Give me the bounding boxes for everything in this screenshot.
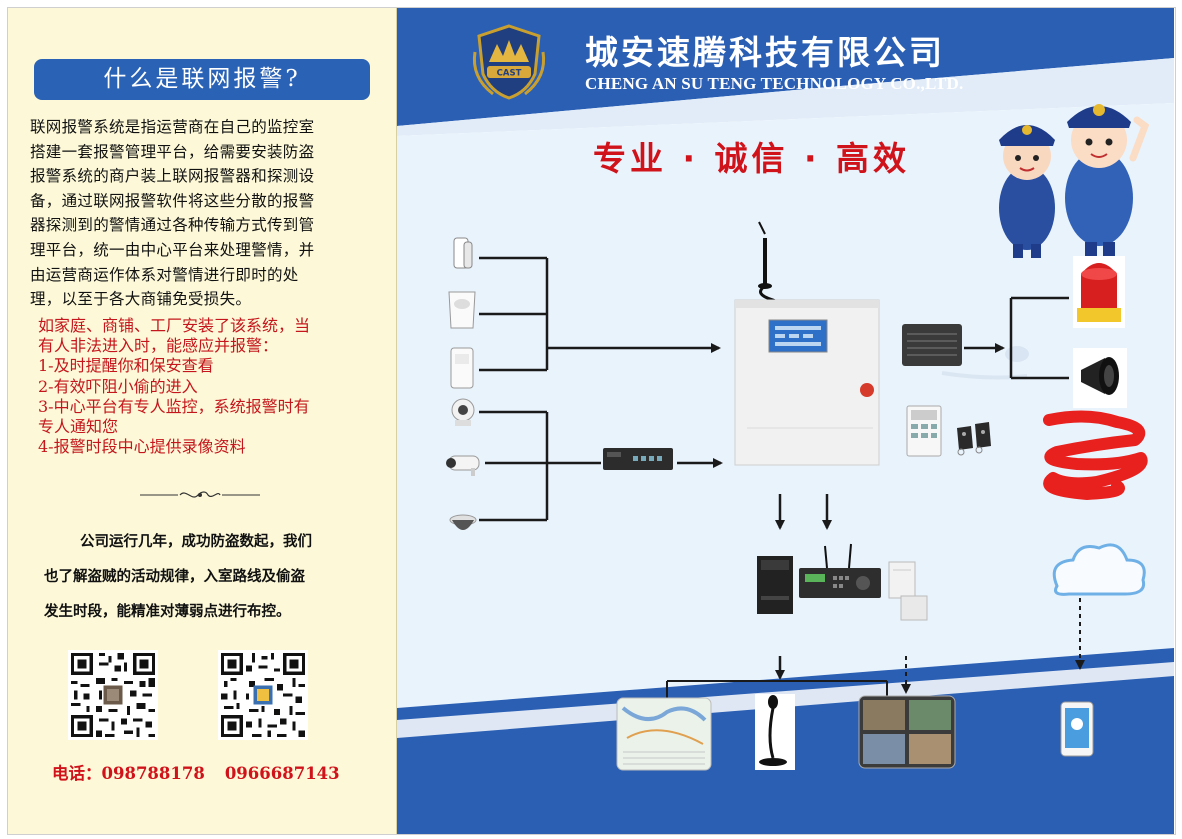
microphone-icon: [755, 694, 795, 770]
intro-line: 理平台，统一由中心平台来处理警情，并: [30, 240, 315, 259]
intro-line: 报警系统的商户装上联网报警器和探测设: [30, 167, 315, 186]
intro-line: 器探测到的警情通过各种传输方式传到管: [30, 216, 315, 235]
benefit-line: 3-中心平台有专人监控，系统报警时有: [38, 396, 310, 416]
receiver-unit-icon: [799, 543, 881, 598]
monitoring-screen-icon: [858, 695, 956, 769]
phone-numbers: 电话：098788178 0966687143: [52, 760, 360, 784]
benefit-line: 有人非法进入时，能感应并报警：: [38, 336, 279, 356]
intro-line: 联网报警系统是指运营商在自己的监控室: [30, 118, 315, 136]
antenna-icon: [758, 221, 779, 310]
benefit-line: 4-报警时段中心提供录像资料: [38, 437, 246, 457]
benefit-line: 2-有效吓阻小偷的进入: [38, 376, 198, 396]
pir-detector-icon: [448, 291, 476, 329]
phone-number-1: 098788178: [101, 764, 205, 783]
red-scribble-icon: [1043, 410, 1148, 500]
intro-line: 备，通过联网报警软件将这些分散的报警: [30, 191, 315, 210]
system-diagram: [446, 104, 1150, 771]
ornament-divider: [140, 491, 260, 498]
company-name-cn: 城安速腾科技有限公司: [585, 33, 945, 72]
network-switch-icon: [603, 448, 673, 470]
question-title: 什么是联网报警?: [34, 59, 370, 100]
siren-box-icon: [902, 324, 962, 366]
qr-code-icon: [68, 650, 158, 740]
map-screen-icon: [616, 697, 712, 771]
remote-controls-icon: [957, 422, 991, 456]
server-icon: [888, 561, 928, 621]
smartphone-icon: [1060, 701, 1094, 757]
logo-text: CAST: [497, 69, 522, 79]
intro-line: 理，以至于各大商铺免受损失。: [30, 290, 252, 309]
intro-paragraph: 联网报警系统是指运营商在自己的监控室 搭建一套报警管理平台，给需要安装防盗 报警…: [30, 115, 370, 312]
company-name-en: CHENG AN SU TENG TECHNOLOGY CO.,LTD.: [585, 74, 964, 93]
qr-code-icon: [218, 650, 308, 740]
phone-label: 电话：: [52, 764, 102, 783]
benefit-line: 1-及时提醒你和保安查看: [38, 356, 214, 376]
benefits-list: 如家庭、商铺、工厂安装了该系统，当 有人非法进入时，能感应并报警： 1-及时提醒…: [38, 316, 383, 457]
keypad-icon: [906, 405, 942, 457]
smoke-detector-icon: [450, 347, 474, 389]
alarm-control-panel-icon: [734, 299, 880, 466]
phone-number-2: 0966687143: [224, 764, 340, 783]
intro-line: 由运营商运作体系对警情进行即时的处: [30, 265, 299, 284]
horn-speaker-icon: [1073, 348, 1127, 408]
right-panel: CAST 城安速腾科技有限公司 CHENG AN SU TENG TECHNOL…: [397, 8, 1174, 834]
pc-tower-icon: [757, 556, 793, 614]
company-note-line: 发生时段，能精准对薄弱点进行布控。: [44, 603, 291, 620]
benefit-line: 专人通知您: [38, 417, 119, 437]
benefit-line: 如家庭、商铺、工厂安装了该系统，当: [38, 316, 311, 335]
magnetic-door-sensor-icon: [453, 237, 473, 269]
company-logo-icon: CAST: [472, 24, 546, 100]
company-note: 公司运行几年，成功防盗数起，我们 也了解盗贼的活动规律，入室路线及偷盗 发生时段…: [44, 524, 384, 629]
bullet-camera-icon: [446, 455, 480, 476]
company-note-line: 公司运行几年，成功防盗数起，我们: [80, 533, 312, 550]
police-cartoon-icon: [999, 104, 1150, 258]
slogan: 专业 · 诚信 · 高效: [593, 139, 911, 178]
cloud-icon: [1052, 543, 1146, 596]
ceiling-dome-camera-icon: [449, 514, 477, 530]
intro-line: 搭建一套报警管理平台，给需要安装防盗: [30, 142, 315, 161]
dome-camera-icon: [451, 398, 475, 426]
red-strobe-light-icon: [1073, 256, 1125, 328]
company-note-line: 也了解盗贼的活动规律，入室路线及偷盗: [44, 568, 305, 585]
